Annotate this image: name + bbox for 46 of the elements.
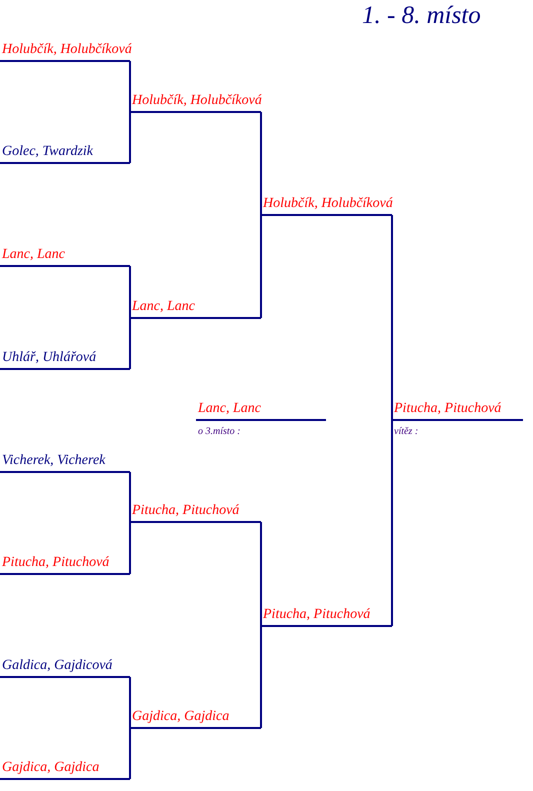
bracket-slot	[0, 348, 130, 370]
team-name: Lanc, Lanc	[132, 299, 195, 315]
bracket-line	[129, 728, 131, 779]
bracket-line	[391, 215, 393, 420]
team-name: Vicherek, Vicherek	[2, 453, 106, 469]
bracket-line	[129, 677, 131, 728]
bracket-line	[129, 318, 131, 369]
bracket-slot	[261, 605, 392, 627]
team-name: Holubčík, Holubčíková	[263, 196, 393, 212]
team-name: Pitucha, Pituchová	[394, 401, 502, 417]
place-caption: o 3.místo :	[198, 426, 240, 437]
team-name: Golec, Twardzik	[2, 144, 93, 160]
team-name: Holubčík, Holubčíková	[132, 93, 262, 109]
bracket-slot	[130, 91, 261, 113]
bracket-line	[260, 112, 262, 215]
bracket-slot	[0, 142, 130, 164]
bracket-slot	[261, 194, 392, 216]
bracket-slot	[0, 40, 130, 62]
team-name: Gajdica, Gajdica	[2, 760, 100, 776]
bracket-line	[129, 112, 131, 163]
bracket-slot	[392, 399, 523, 421]
bracket-line	[129, 522, 131, 574]
bracket-line	[129, 61, 131, 112]
bracket-slot	[130, 707, 261, 729]
team-name: Lanc, Lanc	[198, 401, 261, 417]
team-name: Pitucha, Pituchová	[263, 607, 370, 623]
place-caption: vítěz :	[394, 426, 418, 437]
bracket-slot	[0, 451, 130, 473]
team-name: Lanc, Lanc	[2, 247, 65, 263]
bracket-line	[260, 215, 262, 318]
bracket-line	[260, 626, 262, 728]
bracket-line	[391, 420, 393, 626]
bracket-line	[260, 522, 262, 626]
team-name: Uhlář, Uhlářová	[2, 350, 96, 366]
team-name: Holubčík, Holubčíková	[2, 42, 132, 58]
bracket-slot	[0, 656, 130, 678]
team-name: Pitucha, Pituchová	[2, 555, 110, 571]
team-name: Pitucha, Pituchová	[132, 503, 240, 519]
team-name: Galdica, Gajdicová	[2, 658, 112, 674]
bracket-line	[129, 472, 131, 522]
bracket-slot	[0, 553, 130, 575]
bracket-slot	[0, 758, 130, 780]
bracket-line	[129, 266, 131, 318]
team-name: Gajdica, Gajdica	[132, 709, 230, 725]
bracket-slot	[130, 501, 261, 523]
bracket-title: 1. - 8. místo	[362, 2, 481, 30]
